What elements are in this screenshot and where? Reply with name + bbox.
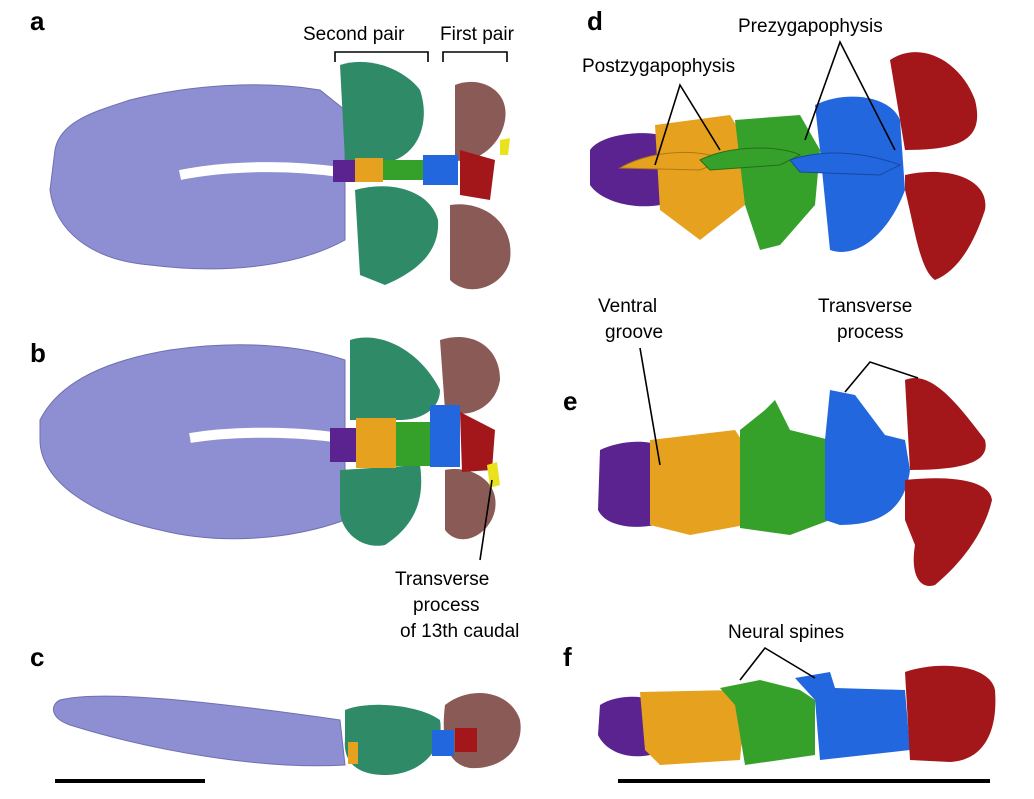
panel-label-b: b [30, 338, 46, 368]
first-pair-upper [455, 81, 506, 161]
panel-f-vertebrae-lateral: Neural spines [598, 622, 996, 783]
label-ventral-groove-line2: groove [605, 322, 663, 343]
label-first-pair: First pair [440, 24, 515, 45]
label-neural-spines: Neural spines [728, 622, 844, 643]
panel-b-tail-ventral: Transverse process of 13th caudal [39, 336, 519, 642]
label-postzygapophysis: Postzygapophysis [582, 56, 735, 77]
panel-label-d: d [587, 6, 603, 36]
label-tp13-line3: of 13th caudal [400, 621, 519, 642]
panel-a-tail-dorsal: Second pair First pair [49, 24, 515, 290]
label-transverse-process-line2: process [837, 322, 904, 343]
panel-e-vertebrae-ventral: Ventral groove Transverse process [598, 296, 992, 586]
second-pair-upper [340, 61, 424, 160]
label-tp13-line1: Transverse [395, 569, 489, 590]
panel-label-f: f [563, 642, 572, 672]
label-second-pair: Second pair [303, 24, 405, 45]
label-prezygapophysis: Prezygapophysis [738, 16, 883, 37]
panel-label-a: a [30, 6, 45, 36]
label-ventral-groove-line1: Ventral [598, 296, 657, 317]
panel-c-tail-lateral [52, 693, 521, 783]
label-transverse-process-line1: Transverse [818, 296, 912, 317]
first-pair-lower [450, 204, 511, 290]
panel-label-e: e [563, 386, 577, 416]
label-tp13-line2: process [413, 595, 480, 616]
panel-d-vertebrae-dorsal: Postzygapophysis Prezygapophysis [582, 16, 986, 280]
panel-label-c: c [30, 642, 44, 672]
second-pair-lower [355, 186, 439, 285]
